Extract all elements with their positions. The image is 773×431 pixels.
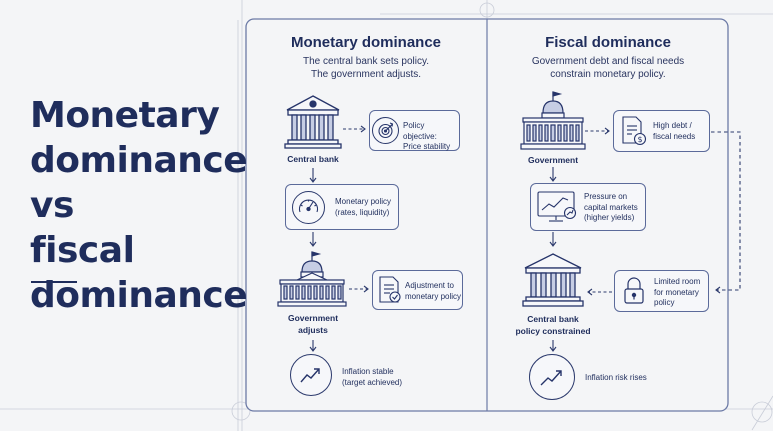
document-money-icon: $ xyxy=(622,116,647,146)
high-debt-text: High debt / fiscal needs xyxy=(653,121,709,142)
central-bank-constrained-label: Central bank policy constrained xyxy=(505,313,601,337)
main-title-line-1: Monetary xyxy=(30,95,220,136)
capitol-building-icon xyxy=(520,91,586,150)
pressure-line-3: (higher yields) xyxy=(584,213,635,222)
central-bank-constrained-line-1: Central bank xyxy=(527,314,579,324)
main-title: Monetary dominance vs fiscal dominance xyxy=(30,93,248,318)
government-adjusts-line-1: Government xyxy=(287,313,339,323)
policy-objective-line-2: Price stability xyxy=(403,142,451,151)
monetary-subtitle-line-2: The government adjusts. xyxy=(310,69,422,80)
limited-room-line-3: policy xyxy=(654,298,675,307)
main-title-line-3: vs xyxy=(30,185,74,226)
limited-room-text: Limited room for monetary policy xyxy=(654,277,710,309)
svg-text:$: $ xyxy=(637,135,642,144)
adjustment-line-1: Adjustment to xyxy=(405,281,454,290)
central-bank-label: Central bank xyxy=(287,154,339,164)
limited-room-line-1: Limited room xyxy=(654,277,701,286)
monetary-policy-text: Monetary policy (rates, liquidity) xyxy=(335,197,397,218)
government-adjusts-label: Government adjusts xyxy=(270,312,356,336)
policy-objective-line-1: Policy objective: xyxy=(403,121,437,141)
pressure-text: Pressure on capital markets (higher yiel… xyxy=(584,192,646,224)
adjustment-text: Adjustment to monetary policy xyxy=(405,281,463,302)
adjustment-line-2: monetary policy xyxy=(405,291,462,301)
main-title-line-4: fiscal xyxy=(30,230,135,271)
fiscal-connectors xyxy=(549,127,741,352)
capitol-building-icon xyxy=(277,251,347,307)
central-bank-constrained-line-2: policy constrained xyxy=(515,326,591,336)
main-title-line-5: dominance xyxy=(30,275,248,316)
monetary-connectors xyxy=(309,125,369,352)
gauge-icon xyxy=(292,191,325,224)
fiscal-subtitle-line-2: constrain monetary policy. xyxy=(550,69,666,80)
main-title-line-2: dominance xyxy=(30,140,248,181)
government-adjusts-line-2: adjusts xyxy=(298,325,328,335)
monetary-heading: Monetary dominance xyxy=(290,34,442,51)
policy-objective-text: Policy objective: Price stability xyxy=(403,121,459,153)
lock-icon xyxy=(624,277,644,304)
fiscal-subtitle-line-1: Government debt and fiscal needs xyxy=(531,56,685,67)
bank-building-icon xyxy=(522,253,584,307)
limited-room-line-2: for monetary xyxy=(654,287,699,297)
government-label: Government xyxy=(527,155,579,165)
title-underline xyxy=(31,281,77,283)
inflation-stable-line-2: (target achieved) xyxy=(342,377,403,387)
inflation-stable-text: Inflation stable (target achieved) xyxy=(342,367,422,388)
monetary-subtitle-line-1: The central bank sets policy. xyxy=(303,56,429,67)
inflation-stable-line-1: Inflation stable xyxy=(342,367,394,376)
monetary-subtitle: The central bank sets policy. The govern… xyxy=(250,55,482,81)
pressure-line-1: Pressure on xyxy=(584,192,628,201)
bank-building-icon xyxy=(284,95,342,149)
fiscal-heading: Fiscal dominance xyxy=(545,34,671,51)
monetary-policy-line-2: (rates, liquidity) xyxy=(335,207,390,217)
inflation-risk-text: Inflation risk rises xyxy=(585,373,647,382)
document-check-icon xyxy=(379,276,401,303)
monitor-chart-icon xyxy=(537,191,577,222)
trend-up-icon xyxy=(290,354,332,396)
fiscal-subtitle: Government debt and fiscal needs constra… xyxy=(491,55,725,81)
monetary-policy-line-1: Monetary policy xyxy=(335,197,392,206)
target-icon xyxy=(372,117,399,144)
high-debt-line-2: fiscal needs xyxy=(653,131,696,141)
trend-up-icon xyxy=(529,354,575,400)
pressure-line-2: capital markets xyxy=(584,202,638,212)
high-debt-line-1: High debt / xyxy=(653,121,692,130)
